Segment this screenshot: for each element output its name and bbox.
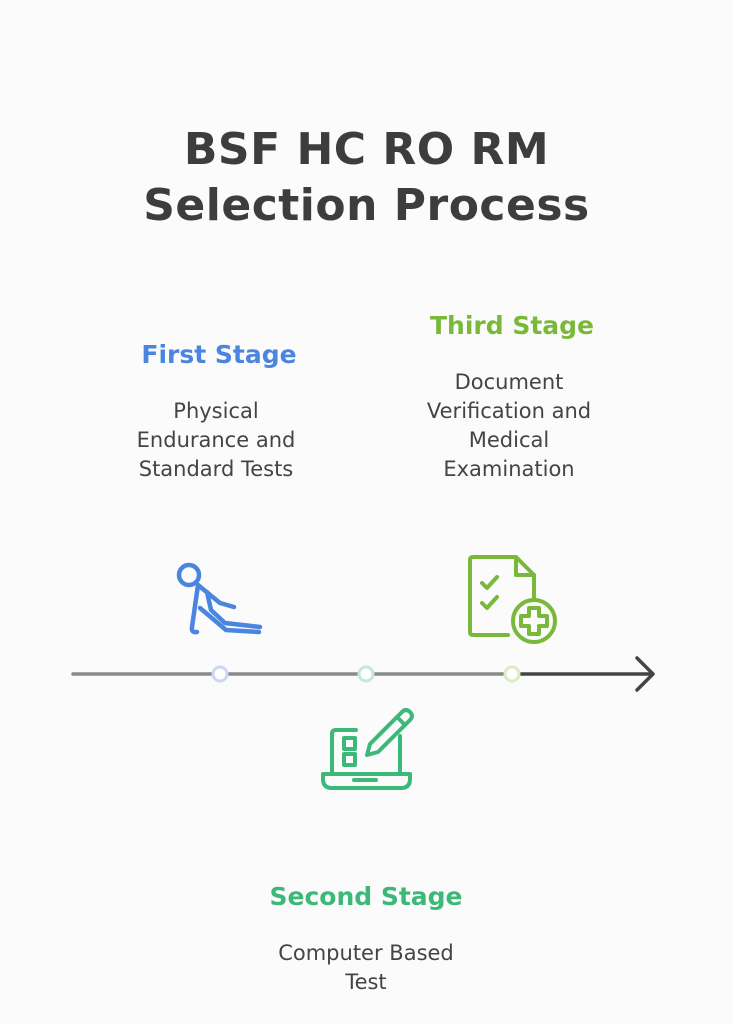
second-stage-marker [357, 665, 375, 683]
first-stage-marker [211, 665, 229, 683]
first-stage-desc-line: Endurance and [136, 428, 296, 452]
first-stage-desc-line: Standard Tests [138, 457, 294, 481]
third-stage-desc-line: Medical [468, 428, 550, 452]
laptop-checklist-pencil-icon [321, 708, 414, 790]
first-stage-desc-line: Physical [173, 399, 259, 423]
diagram-title: BSF HC RO RM Selection Process [0, 122, 733, 234]
document-checklist-plus-icon [468, 555, 557, 644]
exercise-figure-icon [176, 562, 263, 635]
second-stage-desc-line: Test [345, 970, 387, 994]
third-stage-heading: Third Stage [429, 311, 595, 340]
third-stage-marker [503, 665, 521, 683]
third-stage-description: Document Verification and Medical Examin… [379, 368, 639, 484]
third-stage-desc-line: Verification and [426, 399, 592, 423]
third-stage-desc-line: Examination [443, 457, 575, 481]
first-stage-description: Physical Endurance and Standard Tests [96, 397, 336, 484]
second-stage-description: Computer Based Test [236, 939, 496, 997]
third-stage-desc-line: Document [454, 370, 564, 394]
first-stage-heading: First Stage [141, 340, 297, 369]
title-line-2: Selection Process [143, 180, 590, 231]
timeline-axis [71, 656, 655, 692]
timeline-arrowhead [635, 656, 655, 692]
title-line-1: BSF HC RO RM [183, 124, 550, 175]
second-stage-heading: Second Stage [269, 882, 463, 911]
second-stage-desc-line: Computer Based [278, 941, 454, 965]
